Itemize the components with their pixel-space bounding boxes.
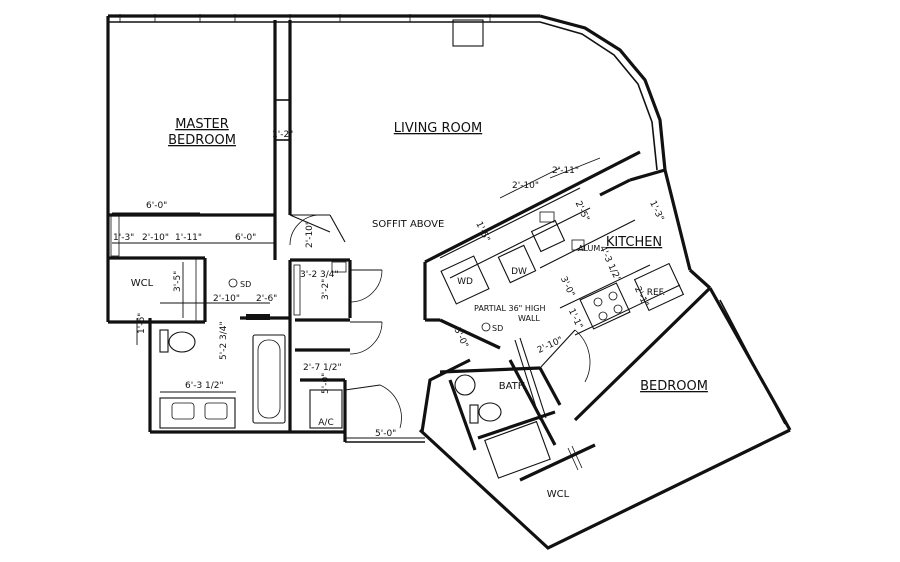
dim-text: 3'-0"	[558, 275, 576, 299]
smoke-detector-label-1: SD	[240, 280, 251, 289]
living-room-label: LIVING ROOM	[394, 121, 482, 136]
dim-text: 2'-10"	[142, 233, 169, 243]
dim-text: 2'-10"	[512, 181, 539, 191]
bedroom-wcl-label: WCL	[547, 489, 570, 500]
dim-text: 2'-10"	[213, 294, 240, 304]
dim-text: 5'-2 3/4"	[219, 321, 229, 360]
dim-text: 2'-11"	[552, 166, 579, 176]
dim-text: 3'-5"	[173, 271, 183, 292]
doors	[289, 214, 591, 429]
dim-text: 6'-3 1/2"	[185, 381, 224, 391]
dim-text: 1'-2"	[272, 130, 293, 140]
dim-text: 5'-0"	[375, 429, 396, 439]
ac-label: A/C	[318, 418, 333, 428]
dim-text: 3'-2"	[321, 279, 331, 300]
dim-text: 1'-11"	[175, 233, 202, 243]
alum-label: ALUM.	[578, 244, 603, 253]
master-bedroom-label-line2: BEDROOM	[168, 133, 236, 148]
dim-text: 2'-7 1/2"	[303, 363, 342, 373]
dw-label: DW	[511, 267, 527, 277]
smoke-detector-label-2: SD	[492, 324, 503, 333]
dim-text: 3'-2 3/4"	[300, 270, 339, 280]
bath-label: BATH	[499, 381, 526, 392]
dim-text: 2'-10"	[305, 221, 315, 248]
dim-text: 6'-0"	[146, 201, 167, 211]
dim-text: 1'-3"	[647, 199, 665, 223]
kitchen-label: KITCHEN	[606, 235, 662, 250]
wd-label: WD	[457, 277, 473, 287]
dim-text: 2'-6"	[256, 294, 277, 304]
dim-text: 3'-0"	[452, 326, 470, 350]
soffit-label: SOFFIT ABOVE	[372, 219, 444, 230]
dim-text: 2'-10"	[536, 335, 565, 355]
interior-walls	[108, 20, 712, 482]
dim-text: 6'-0"	[235, 233, 256, 243]
outer-walls	[106, 14, 792, 550]
dim-text: 1'-1"	[566, 307, 584, 331]
dim-text: 1'-3"	[113, 233, 134, 243]
fixtures	[159, 219, 685, 479]
dim-text: 5'-0"	[321, 373, 331, 394]
dim-text: 4'-3 1/2"	[597, 244, 622, 283]
dimension-lines	[112, 157, 601, 439]
partial-wall-label-line1: PARTIAL 36" HIGH	[474, 304, 545, 313]
dim-text: 1'-6"	[137, 313, 147, 334]
dim-text: 2'-5"	[573, 200, 591, 224]
master-bedroom-label-line1: MASTER	[175, 117, 229, 132]
column	[452, 19, 484, 47]
hatched-walls	[110, 211, 585, 471]
partial-wall-label-line2: WALL	[518, 314, 540, 323]
ref-label: REF.	[647, 288, 666, 298]
bedroom-label: BEDROOM	[640, 379, 708, 394]
master-wcl-label: WCL	[131, 278, 154, 289]
